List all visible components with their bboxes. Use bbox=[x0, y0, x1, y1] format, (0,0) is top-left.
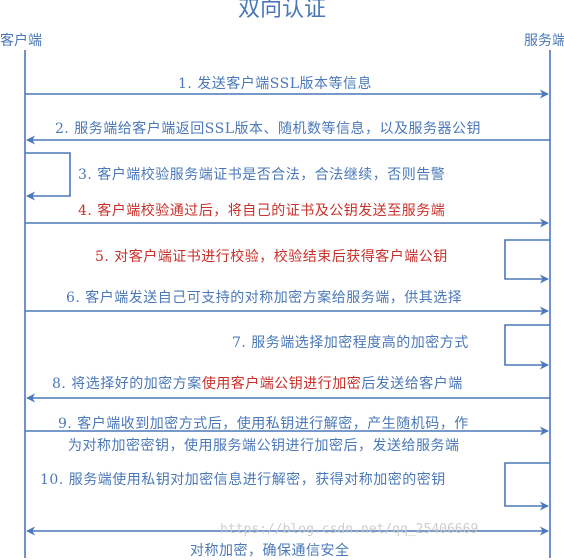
step-10-label: 10. 服务端使用私钥对加密信息进行解密，获得对称加密的密钥 bbox=[40, 472, 446, 488]
step-9-label-line-2: 为对称加密密钥，使用服务端公钥进行加密后，发送给服务端 bbox=[68, 438, 460, 454]
step-1-label: 1. 发送客户端SSL版本等信息 bbox=[178, 76, 373, 92]
step-4-label: 4. 客户端校验通过后，将自己的证书及公钥发送至服务端 bbox=[78, 203, 446, 219]
client-label: 客户端 bbox=[0, 33, 42, 49]
step-2-label: 2. 服务端给客户端返回SSL版本、随机数等信息，以及服务器公钥 bbox=[55, 121, 482, 137]
step-7-label: 7. 服务端选择加密程度高的加密方式 bbox=[232, 335, 469, 351]
arrow-step-3 bbox=[25, 152, 71, 201]
arrow-step-7 bbox=[504, 324, 550, 370]
arrow-step-5 bbox=[504, 239, 550, 284]
arrow-step-10 bbox=[504, 462, 550, 511]
step-6-label: 6. 客户端发送自己可支持的对称加密方案给服务端，供其选择 bbox=[66, 290, 463, 306]
step-5-label: 5. 对客户端证书进行校验，校验结束后获得客户端公钥 bbox=[95, 249, 448, 265]
step-9-label-line-1: 9. 客户端收到加密方式后，使用私钥进行解密，产生随机码，作 bbox=[58, 416, 469, 432]
secure-channel-label: 对称加密，确保通信安全 bbox=[190, 543, 350, 559]
step-8-highlight: 使用客户端公钥进行加密 bbox=[201, 376, 362, 392]
step-3-label: 3. 客户端校验服务端证书是否合法，合法继续，否则告警 bbox=[78, 167, 446, 183]
step-8-suffix: 后发送给客户端 bbox=[361, 376, 463, 392]
server-label: 服务端 bbox=[524, 33, 564, 49]
step-8-label: 8. 将选择好的加密方案使用客户端公钥进行加密后发送给客户端 bbox=[52, 373, 463, 393]
step-8-prefix: 8. 将选择好的加密方案 bbox=[52, 376, 202, 392]
watermark: https://blog.csdn.net/qq_25406669 bbox=[220, 522, 479, 537]
diagram-title: 双向认证 bbox=[237, 0, 326, 22]
